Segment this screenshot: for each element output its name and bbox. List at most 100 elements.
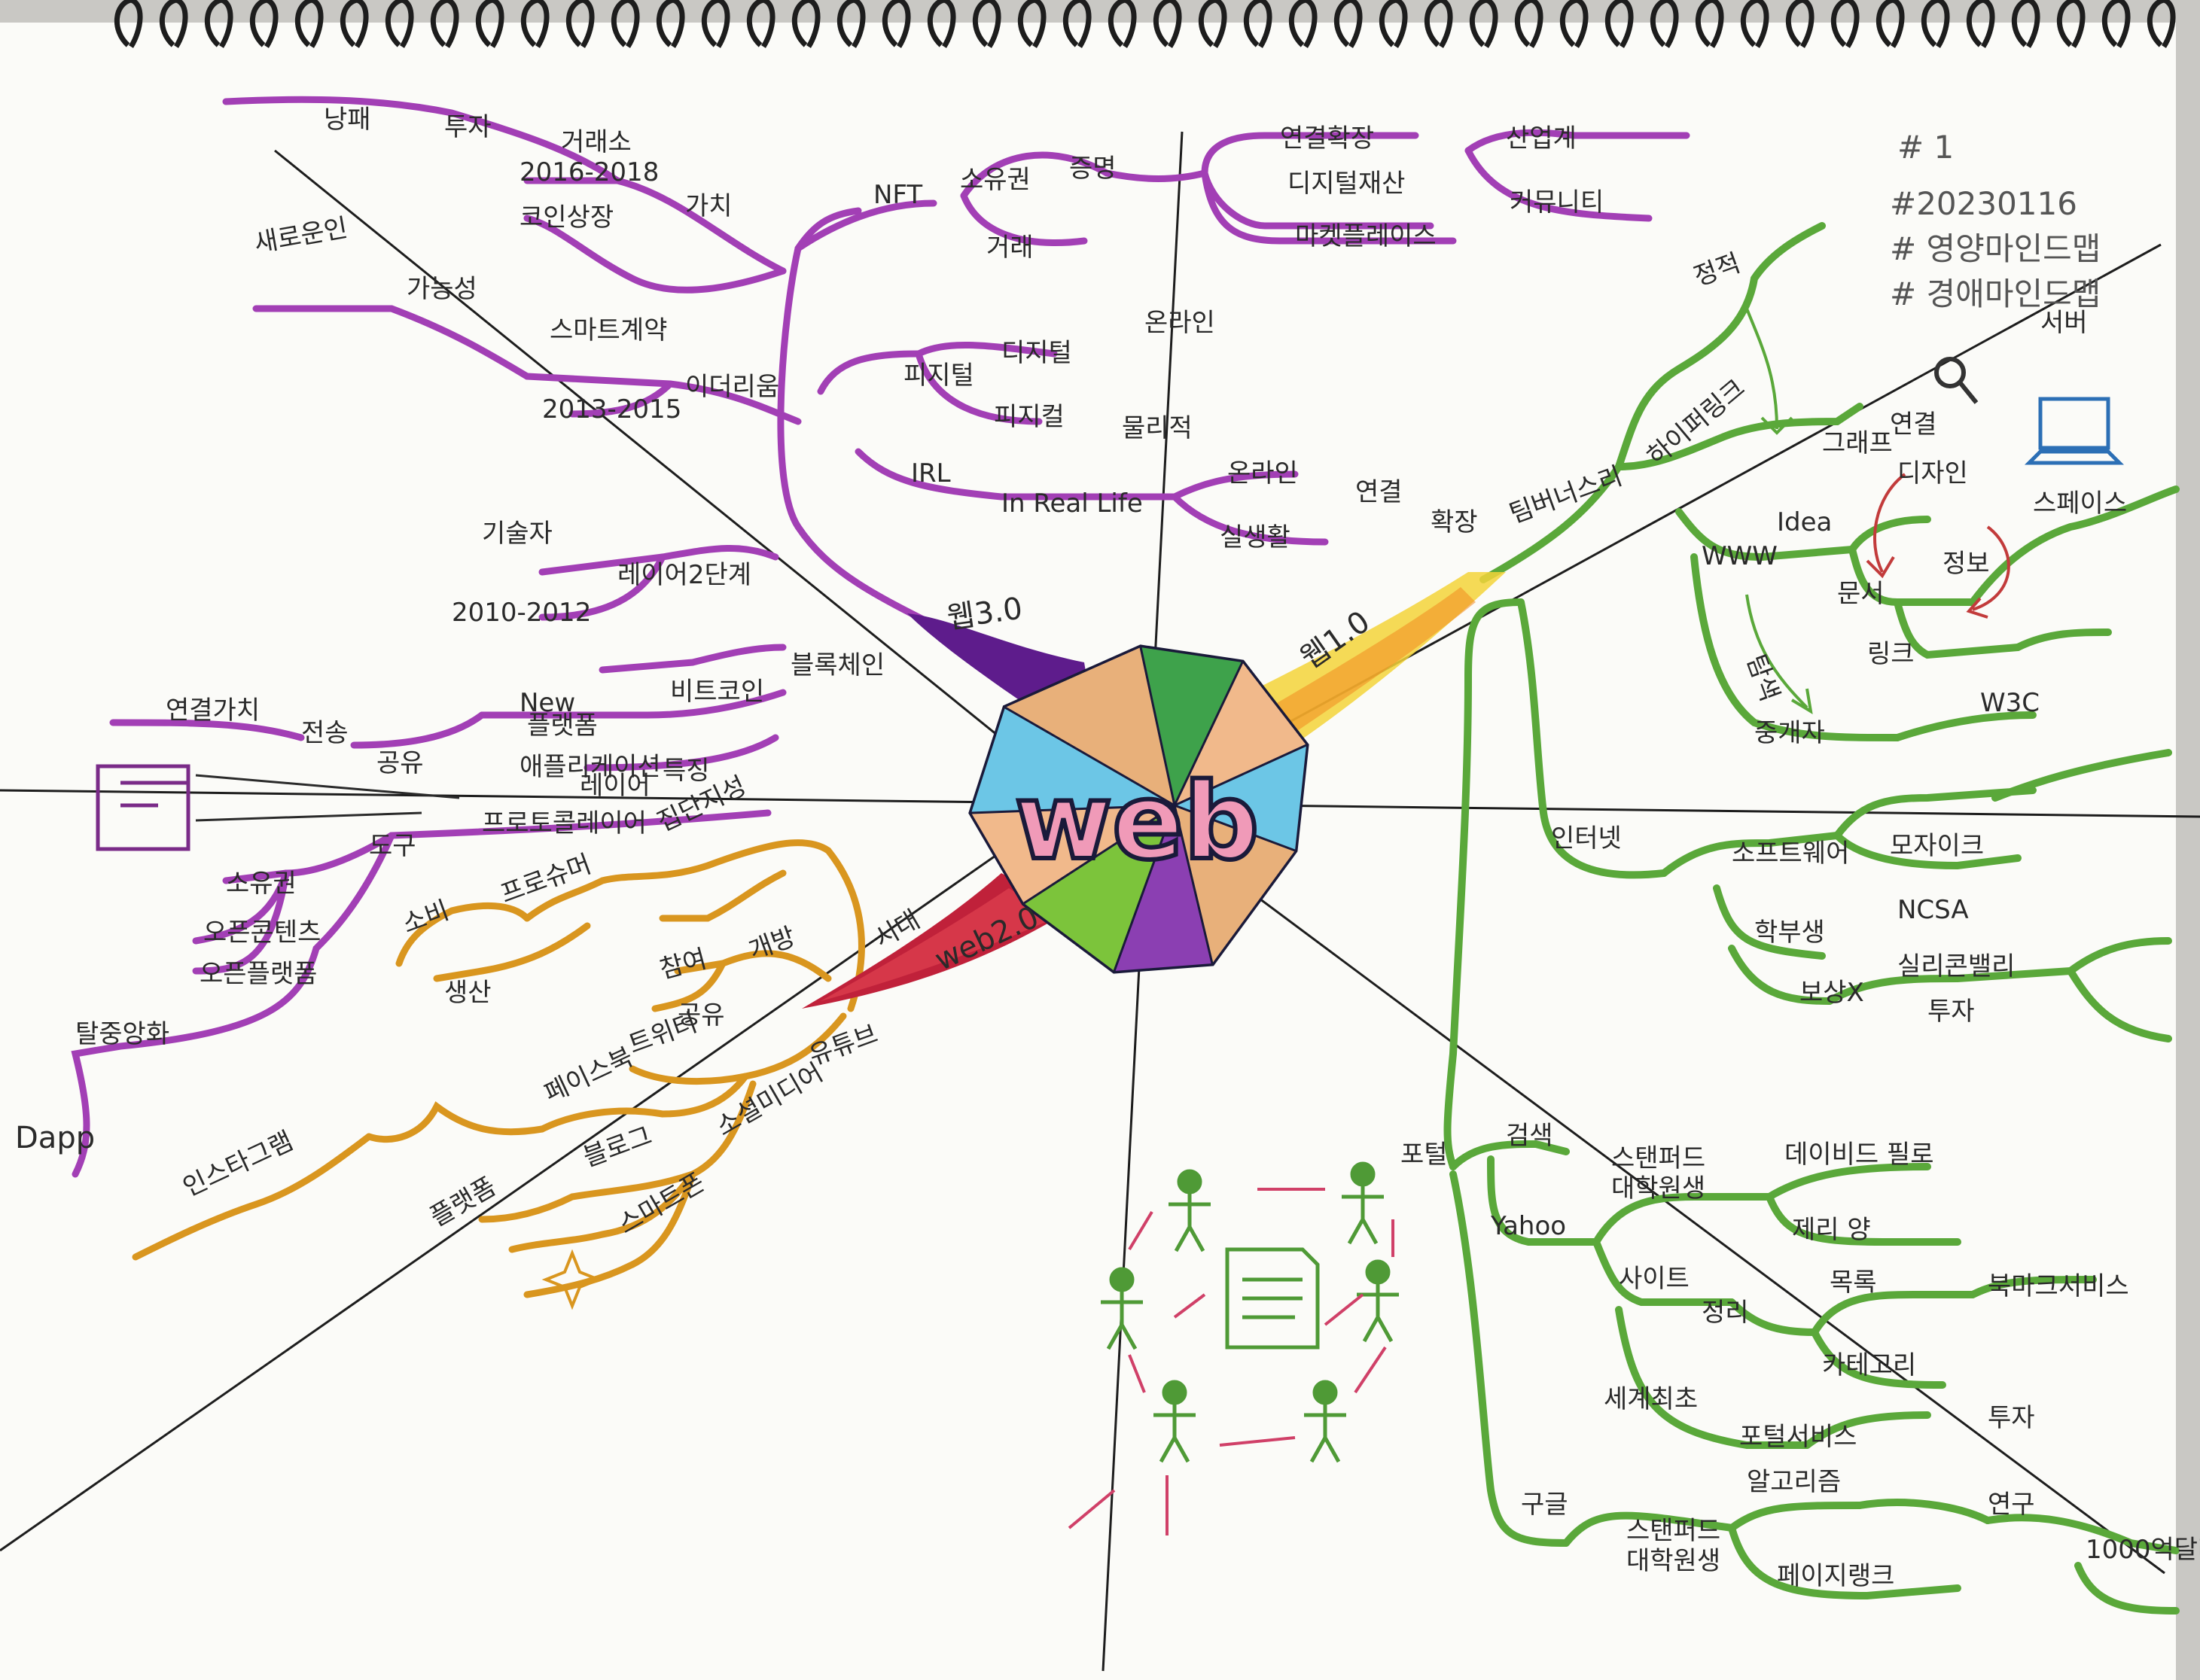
map-label: W3C — [1980, 688, 2040, 718]
spiral-ring-icon — [205, 0, 233, 48]
map-label: # 경애마인드맵 — [1890, 275, 2101, 312]
map-label: Idea — [1777, 507, 1832, 537]
spiral-ring-icon — [1334, 0, 1363, 48]
map-label: #20230116 — [1890, 185, 2077, 222]
map-label: 2016-2018 — [520, 157, 659, 187]
map-label: 물리적 — [1122, 413, 1193, 443]
map-label: 디지털 — [1001, 338, 1072, 368]
spiral-ring-icon — [1876, 0, 1905, 48]
green-branches — [1443, 222, 2180, 1615]
spiral-ring-icon — [1650, 0, 1679, 48]
map-label: 2013-2015 — [542, 394, 681, 425]
map-label: 오픈콘텐츠 — [203, 918, 321, 948]
map-label: 보상X — [1799, 978, 1864, 1008]
spiral-ring-icon — [1560, 0, 1589, 48]
person-icon — [1342, 1161, 1384, 1245]
map-label: 연결가치 — [166, 695, 260, 726]
magnifier-icon — [1934, 357, 1979, 404]
map-label: Dapp — [15, 1121, 95, 1155]
map-label: 그래프 — [1822, 428, 1893, 458]
map-label: 증명 — [1069, 154, 1117, 184]
map-label: NCSA — [1897, 895, 1969, 925]
map-label: 실리콘밸리 — [1897, 951, 2015, 982]
spiral-ring-icon — [2012, 0, 2040, 48]
spiral-ring-icon — [702, 0, 730, 48]
spiral-ring-icon — [1605, 0, 1634, 48]
map-label: 소유권 — [226, 869, 297, 899]
spiral-ring-icon — [566, 0, 595, 48]
map-label: 오픈플랫폼 — [200, 959, 317, 989]
map-label: 목록 — [1830, 1268, 1877, 1298]
spiral-ring-icon — [747, 0, 775, 48]
map-label: Yahoo — [1490, 1211, 1566, 1241]
map-label: 포털 — [1400, 1140, 1448, 1170]
sparkle-icon — [541, 1249, 603, 1310]
spiral-ring-icon — [2057, 0, 2086, 48]
spiral-ring-icon — [2147, 0, 2176, 48]
person-icon — [1357, 1259, 1399, 1343]
spiral-ring-icon — [882, 0, 911, 48]
person-icon — [1169, 1169, 1211, 1252]
map-label: # 1 — [1897, 129, 1954, 166]
pink-arrow-icon — [1128, 1210, 1153, 1251]
map-label: 디지털재산 — [1287, 169, 1405, 199]
map-label: 투자 — [444, 112, 492, 142]
spiral-ring-icon — [1515, 0, 1543, 48]
people-network-icon — [1068, 1161, 1399, 1535]
pink-arrow-icon — [1128, 1354, 1146, 1393]
spiral-ring-icon — [340, 0, 369, 48]
map-label: 제리 양 — [1792, 1215, 1871, 1245]
map-label: 스페이스 — [2033, 488, 2127, 519]
map-label: 이더리움 — [685, 372, 779, 402]
map-label: 학부생 — [1754, 918, 1825, 948]
person-icon — [1101, 1267, 1143, 1350]
map-label: 도구 — [369, 831, 416, 861]
map-label: 온라인 — [1144, 308, 1215, 338]
map-label: 확장 — [1431, 507, 1478, 537]
map-label: 생산 — [444, 978, 492, 1008]
person-icon — [1304, 1380, 1346, 1463]
map-label: 연결확장 — [1280, 123, 1374, 154]
map-label: 거래소 — [561, 127, 632, 157]
map-label: 연구 — [1988, 1490, 2035, 1520]
spiral-ring-icon — [295, 0, 324, 48]
spiral-ring-icon — [1786, 0, 1815, 48]
map-label: 카테고리 — [1822, 1350, 1916, 1380]
laptop-icon — [2024, 397, 2125, 465]
web-center-icon: web — [968, 644, 1309, 974]
spiral-ring-icon — [1379, 0, 1408, 48]
map-label: 연결 — [1355, 477, 1403, 507]
map-label: 플랫폼 — [527, 711, 598, 741]
map-label: 블록체인 — [791, 650, 885, 680]
map-label: 소유권 — [960, 165, 1031, 195]
center-label: web — [1015, 761, 1260, 884]
map-label: 스탠퍼드 — [1626, 1516, 1720, 1546]
map-label: 가치 — [685, 191, 733, 221]
map-label: 대학원생 — [1611, 1173, 1705, 1204]
map-label: 실생활 — [1220, 522, 1290, 552]
map-label: 1000억달러 — [2086, 1535, 2200, 1565]
spiral-ring-icon — [160, 0, 188, 48]
pink-arrow-icon — [1219, 1436, 1296, 1447]
spiral-ring-icon — [1244, 0, 1272, 48]
red-arrow-icon — [1866, 473, 2010, 619]
spiral-ring-icon — [1018, 0, 1047, 48]
map-label: 피지컬 — [994, 402, 1065, 432]
map-label: 비트코인 — [670, 677, 764, 707]
map-label: 대학원생 — [1626, 1546, 1720, 1576]
map-label: 피지털 — [903, 361, 974, 391]
map-label: 정보 — [1943, 549, 1990, 579]
spiral-ring-icon — [837, 0, 866, 48]
map-label: 공유 — [678, 1000, 725, 1030]
spiral-ring-icon — [476, 0, 504, 48]
document-box-icon — [96, 764, 460, 851]
map-label: 인터넷 — [1551, 823, 1622, 854]
purple-branches — [71, 96, 1690, 1178]
spiral-ring-icon — [114, 0, 143, 48]
map-label: 구글 — [1521, 1490, 1568, 1520]
map-label: 산업계 — [1506, 123, 1577, 154]
spiral-ring-icon — [1289, 0, 1318, 48]
map-label: 서버 — [2040, 308, 2088, 338]
spiral-binding-icon — [114, 0, 2176, 48]
spiral-ring-icon — [2102, 0, 2131, 48]
